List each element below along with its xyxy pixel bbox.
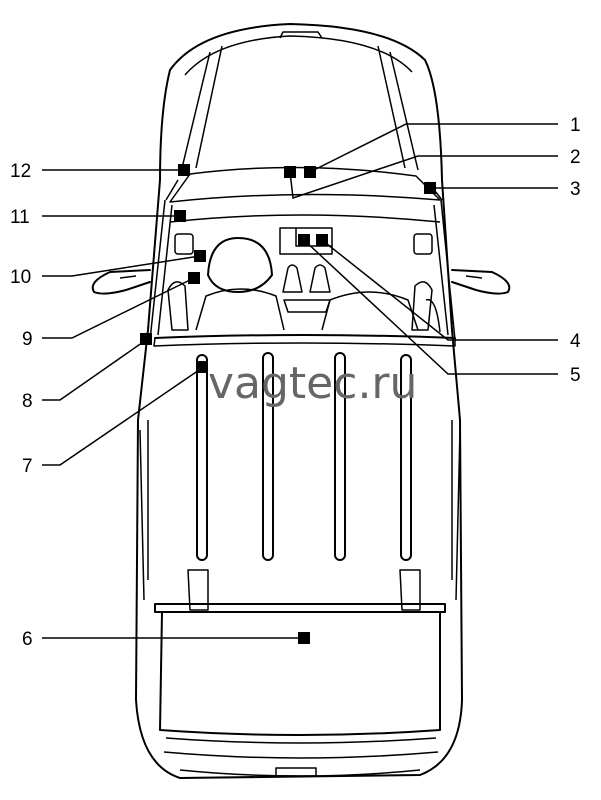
- marker-9: [188, 272, 200, 284]
- callout-5: 5: [570, 365, 581, 386]
- callout-4: 4: [570, 331, 581, 352]
- callout-10: 10: [10, 267, 31, 288]
- callout-12: 12: [10, 161, 31, 182]
- leader-lines: [42, 123, 558, 639]
- marker-3: [424, 182, 436, 194]
- car-outline: [91, 23, 511, 779]
- callout-8: 8: [22, 391, 33, 412]
- marker-7: [196, 361, 208, 373]
- marker-12: [178, 164, 190, 176]
- callout-11: 11: [10, 207, 30, 228]
- marker-4: [316, 234, 328, 246]
- watermark-text: vagtec.ru: [208, 358, 417, 409]
- marker-11: [174, 210, 186, 222]
- marker-2: [284, 166, 296, 178]
- marker-8: [140, 333, 152, 345]
- marker-1: [304, 166, 316, 178]
- callout-7: 7: [22, 456, 33, 477]
- marker-10: [194, 250, 206, 262]
- callout-3: 3: [570, 179, 581, 200]
- callout-2: 2: [570, 147, 581, 168]
- callout-1: 1: [570, 115, 581, 136]
- marker-6: [298, 632, 310, 644]
- callout-labels: 1 2 3 4 5 6 7 8 9 10 11 12: [10, 115, 581, 650]
- marker-5: [298, 234, 310, 246]
- callout-9: 9: [22, 329, 33, 350]
- location-markers: [140, 164, 436, 644]
- callout-6: 6: [22, 629, 33, 650]
